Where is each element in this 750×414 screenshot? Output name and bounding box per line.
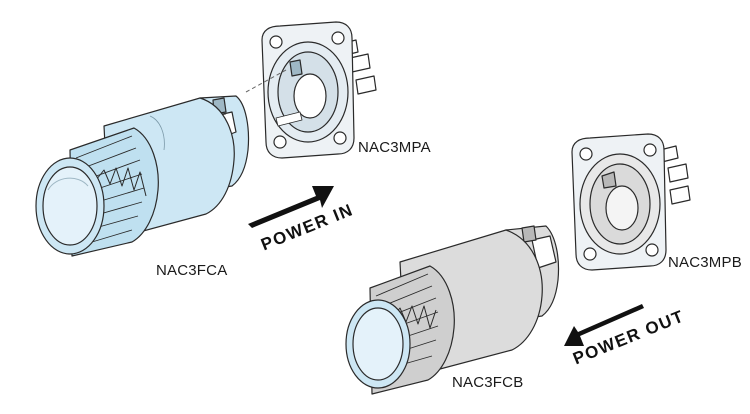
power-in-arrow (248, 186, 334, 228)
label-nac3fcb: NAC3FCB (452, 374, 524, 391)
label-nac3mpa: NAC3MPA (358, 139, 431, 156)
power-out-arrow (564, 304, 644, 346)
label-nac3mpb: NAC3MPB (668, 254, 742, 271)
nac3fca-plug (35, 95, 250, 257)
nac3mpa-socket (261, 21, 377, 159)
alignment-line (245, 69, 287, 93)
nac3mpb-socket (571, 133, 691, 271)
label-nac3fca: NAC3FCA (156, 262, 228, 279)
nac3fcb-plug (345, 225, 560, 395)
